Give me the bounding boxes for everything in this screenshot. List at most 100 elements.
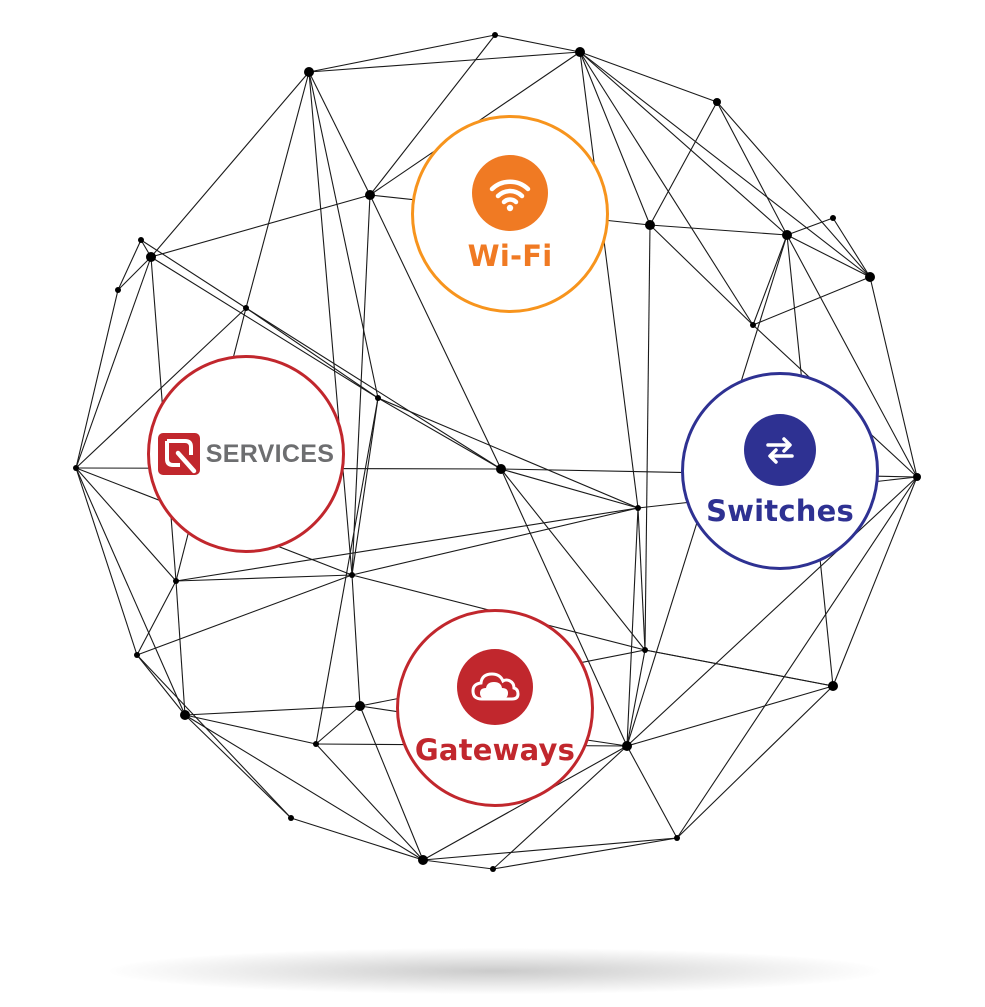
network-edge — [500, 468, 639, 509]
network-node — [115, 287, 121, 293]
network-node — [490, 866, 496, 872]
services-badge: SERVICES — [147, 355, 345, 553]
network-edge — [308, 71, 371, 196]
network-edge — [290, 817, 424, 861]
network-edge — [626, 685, 834, 747]
network-edge — [649, 224, 788, 236]
network-node — [830, 215, 836, 221]
network-node — [138, 237, 144, 243]
network-edge — [245, 307, 379, 399]
network-node — [349, 572, 355, 578]
network-edge — [786, 217, 834, 236]
network-edge — [644, 224, 651, 651]
network-node — [375, 395, 381, 401]
network-edge — [377, 397, 502, 470]
network-edge — [716, 101, 871, 278]
network-node — [622, 741, 632, 751]
network-edge — [832, 217, 871, 278]
services-label: SERVICES — [205, 439, 335, 468]
network-edge — [832, 476, 918, 687]
wifi-label: Wi-Fi — [467, 239, 553, 273]
switches-label: Switches — [706, 494, 854, 528]
gateways-badge: Gateways — [396, 609, 594, 807]
network-edge — [75, 256, 152, 469]
network-node — [782, 230, 792, 240]
network-edge — [637, 507, 646, 651]
network-edge — [649, 224, 754, 326]
network-node — [674, 835, 680, 841]
network-edge — [579, 51, 788, 236]
network-node — [304, 67, 314, 77]
network-edge — [184, 714, 424, 861]
network-edge — [75, 307, 247, 469]
network-edge — [315, 397, 379, 745]
network-edge — [150, 194, 371, 258]
floor-shadow — [110, 948, 880, 994]
network-edge — [626, 649, 646, 747]
network-node — [288, 815, 294, 821]
network-node — [313, 741, 319, 747]
network-edge — [786, 234, 871, 278]
network-edge — [175, 580, 186, 716]
network-edge — [184, 714, 292, 819]
network-edge — [369, 34, 496, 196]
network-edge — [422, 859, 494, 870]
network-edge — [626, 476, 918, 747]
network-edge — [245, 71, 310, 309]
network-edge — [579, 51, 651, 226]
network-edge — [117, 256, 152, 291]
network-edge — [75, 289, 119, 469]
network-edge — [351, 507, 639, 576]
network-node — [642, 647, 648, 653]
network-edge — [644, 649, 834, 687]
network-edge — [175, 574, 353, 582]
network-edge — [579, 51, 718, 103]
network-node — [418, 855, 428, 865]
switches-badge: Switches — [681, 372, 879, 570]
network-edge — [492, 837, 678, 870]
network-edge — [117, 239, 142, 291]
network-edge — [351, 397, 379, 576]
network-edge — [351, 194, 371, 576]
network-edge — [626, 745, 678, 839]
network-edge — [579, 51, 754, 326]
network-node — [365, 190, 375, 200]
network-edge — [752, 276, 871, 326]
network-node — [865, 272, 875, 282]
network-edge — [245, 307, 502, 470]
q-logo-icon — [157, 433, 200, 475]
wifi-icon — [472, 155, 548, 231]
arrows-swap-icon — [744, 414, 816, 486]
network-node — [635, 505, 641, 511]
network-node — [496, 464, 506, 474]
network-edge — [140, 239, 247, 309]
network-node — [134, 652, 140, 658]
wifi-badge: Wi-Fi — [411, 115, 609, 313]
network-node — [355, 701, 365, 711]
network-edge — [308, 71, 379, 399]
network-nodes — [73, 32, 921, 872]
network-node — [828, 681, 838, 691]
network-node — [180, 710, 190, 720]
network-edge — [175, 507, 639, 582]
network-edge — [150, 71, 310, 258]
network-edge — [676, 476, 918, 839]
network-edge — [579, 51, 871, 278]
network-node — [913, 473, 921, 481]
network-edge — [351, 574, 361, 707]
network-node — [243, 305, 249, 311]
network-edge — [752, 234, 788, 326]
network-edge — [676, 685, 834, 839]
network-edge — [308, 51, 581, 73]
network-node — [492, 32, 498, 38]
network-edge — [75, 467, 177, 582]
network-edge — [315, 743, 424, 861]
network-edge — [494, 34, 581, 53]
network-node — [173, 578, 179, 584]
network-edge — [308, 34, 496, 73]
network-node — [146, 252, 156, 262]
network-node — [645, 220, 655, 230]
network-edge — [308, 71, 353, 576]
network-edge — [716, 101, 788, 236]
network-edge — [136, 654, 186, 716]
